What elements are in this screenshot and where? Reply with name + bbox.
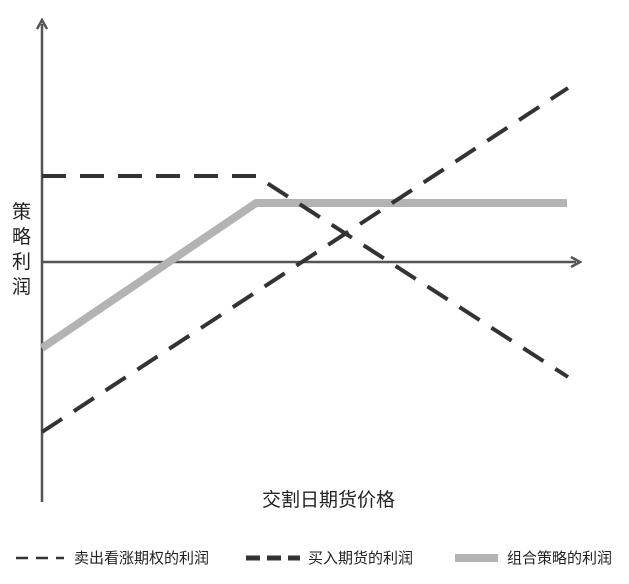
legend-label-combined: 组合策略的利润	[507, 549, 612, 567]
y-axis-label-char-3: 利	[12, 251, 31, 273]
y-axis-label-char-2: 略	[12, 226, 31, 248]
x-axis-label: 交割日期货价格	[262, 489, 395, 511]
legend: 卖出看涨期权的利润 买入期货的利润 组合策略的利润	[16, 549, 612, 567]
combined-strategy-line	[39, 199, 567, 352]
long-futures-line	[40, 86, 570, 434]
legend-label-short-call: 卖出看涨期权的利润	[74, 549, 209, 567]
y-axis-label-char-1: 策	[12, 201, 31, 223]
y-axis-label-char-4: 润	[12, 276, 31, 298]
legend-label-long-futures: 买入期货的利润	[308, 549, 413, 567]
short-call-line	[42, 174, 570, 379]
